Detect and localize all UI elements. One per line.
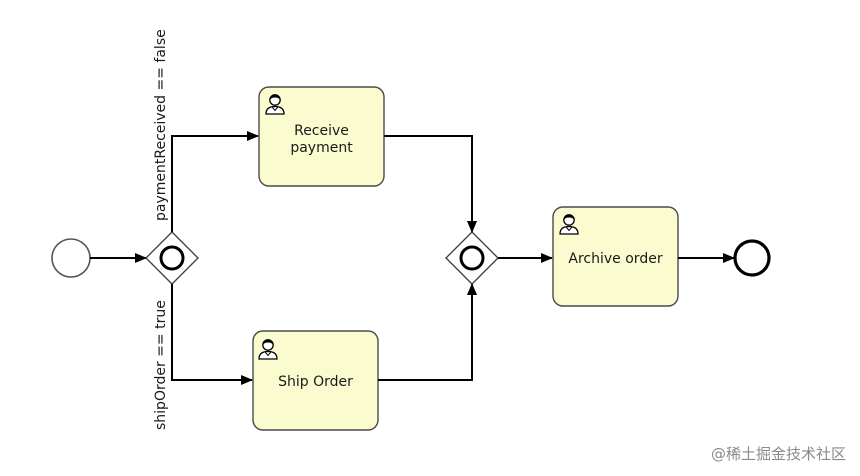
- task-ship-order[interactable]: Ship Order: [252, 330, 379, 431]
- flow-receive-payment-to-join: [384, 135, 477, 233]
- condition-label-ship: shipOrder == true: [153, 300, 169, 430]
- flow-ship-order-to-join: [378, 283, 477, 381]
- split-gateway[interactable]: [145, 231, 199, 285]
- join-gateway[interactable]: [445, 231, 499, 285]
- start-event[interactable]: [51, 238, 91, 278]
- task-label-line: payment: [290, 140, 353, 156]
- condition-label-payment: paymentReceived == false: [153, 29, 169, 221]
- task-label: Ship Order: [278, 374, 353, 390]
- flow-split-to-ship-order: [171, 284, 253, 385]
- end-event[interactable]: [733, 239, 771, 277]
- flow-split-to-receive-payment: [171, 131, 259, 232]
- task-label: Archive order: [568, 251, 662, 267]
- watermark-text: @稀土掘金技术社区: [710, 445, 846, 463]
- task-archive-order[interactable]: Archive order: [552, 206, 679, 307]
- task-label-line: Receive: [294, 123, 349, 139]
- task-receive-payment[interactable]: Receive payment: [258, 86, 385, 187]
